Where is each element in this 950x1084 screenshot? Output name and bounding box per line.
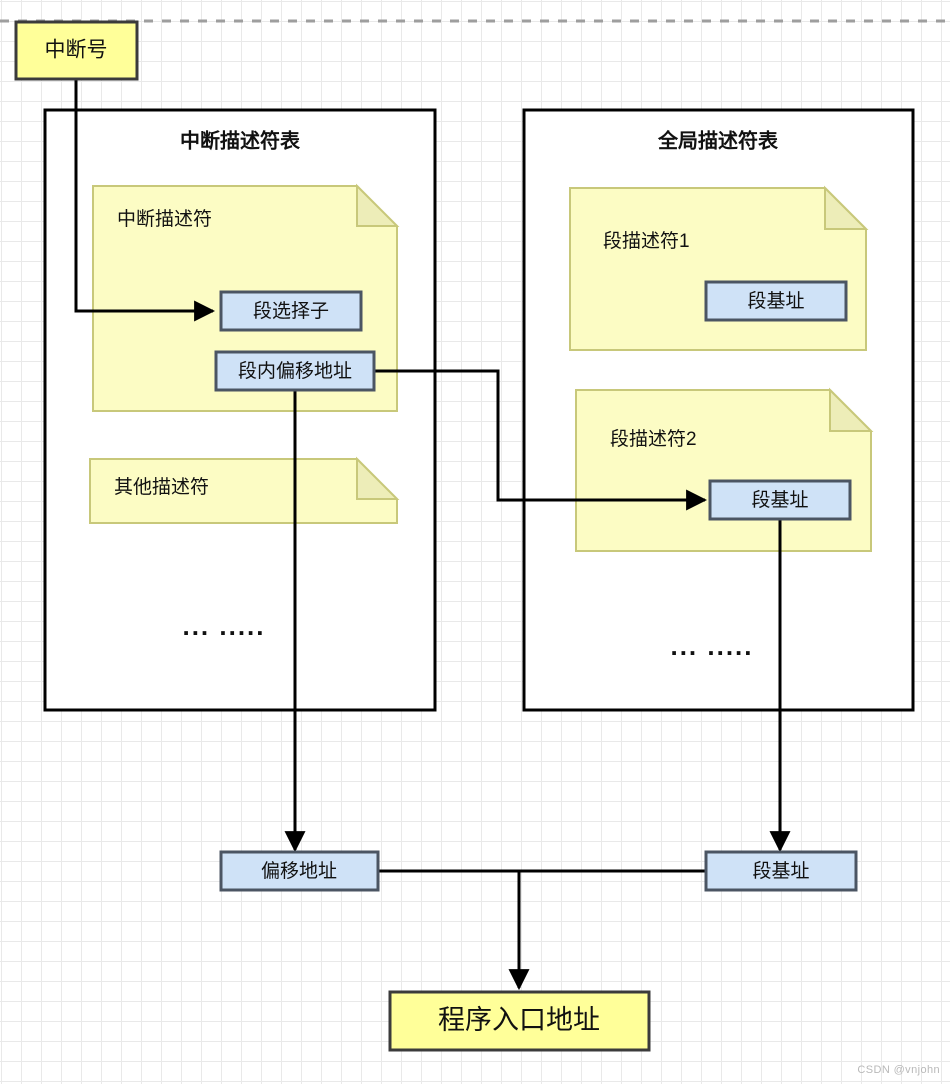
- note-body: [89, 458, 398, 524]
- node-offset-address[interactable]: 偏移地址: [219, 850, 380, 892]
- note-fold-icon: [356, 456, 400, 500]
- watermark: CSDN @vnjohn: [857, 1064, 940, 1076]
- note-body: [569, 187, 867, 351]
- node-box: [214, 350, 376, 392]
- node-box: [704, 280, 848, 322]
- note-label: 段描述符2: [610, 428, 697, 450]
- node-box: [219, 290, 363, 332]
- note-label: 段描述符1: [603, 230, 690, 252]
- node-box: [14, 20, 139, 81]
- node-interrupt-number[interactable]: 中断号: [14, 20, 139, 81]
- node-label: 段基址: [752, 860, 809, 882]
- note-segment-descriptor-2[interactable]: 段描述符2: [575, 387, 874, 552]
- node-segment-base-result[interactable]: 段基址: [704, 850, 858, 892]
- note-body: [575, 389, 872, 552]
- ellipsis-gdt: ... .....: [670, 631, 753, 661]
- node-segment-base-2[interactable]: 段基址: [708, 479, 852, 521]
- note-label: 中断描述符: [117, 208, 212, 230]
- note-fold-icon: [356, 183, 400, 227]
- note-segment-descriptor-1[interactable]: 段描述符1: [569, 185, 869, 351]
- node-program-entry[interactable]: 程序入口地址: [388, 990, 651, 1052]
- node-label: 段基址: [747, 290, 804, 312]
- note-other-descriptor[interactable]: 其他描述符: [89, 456, 400, 524]
- table-title-gdt: 全局描述符表: [657, 128, 779, 152]
- table-title-idt: 中断描述符表: [180, 128, 301, 152]
- node-label: 段选择子: [253, 300, 329, 322]
- node-box: [219, 850, 380, 892]
- node-label: 中断号: [45, 39, 108, 62]
- ellipsis-idt: ... .....: [182, 611, 265, 641]
- node-box: [708, 479, 852, 521]
- node-segment-base-1[interactable]: 段基址: [704, 280, 848, 322]
- edge-interrupt-to-selector: [74, 80, 216, 322]
- node-label: 段内偏移地址: [238, 360, 352, 382]
- node-box: [704, 850, 858, 892]
- node-label: 段基址: [751, 489, 808, 511]
- node-segment-selector[interactable]: 段选择子: [219, 290, 363, 332]
- note-fold-icon: [824, 185, 869, 230]
- node-label: 偏移地址: [261, 860, 337, 882]
- node-box: [388, 990, 651, 1052]
- edge-offset-to-segbase2: [374, 369, 708, 511]
- node-segment-offset[interactable]: 段内偏移地址: [214, 350, 376, 392]
- note-label: 其他描述符: [114, 476, 209, 498]
- node-label: 程序入口地址: [438, 1005, 600, 1035]
- note-fold-icon: [829, 387, 874, 432]
